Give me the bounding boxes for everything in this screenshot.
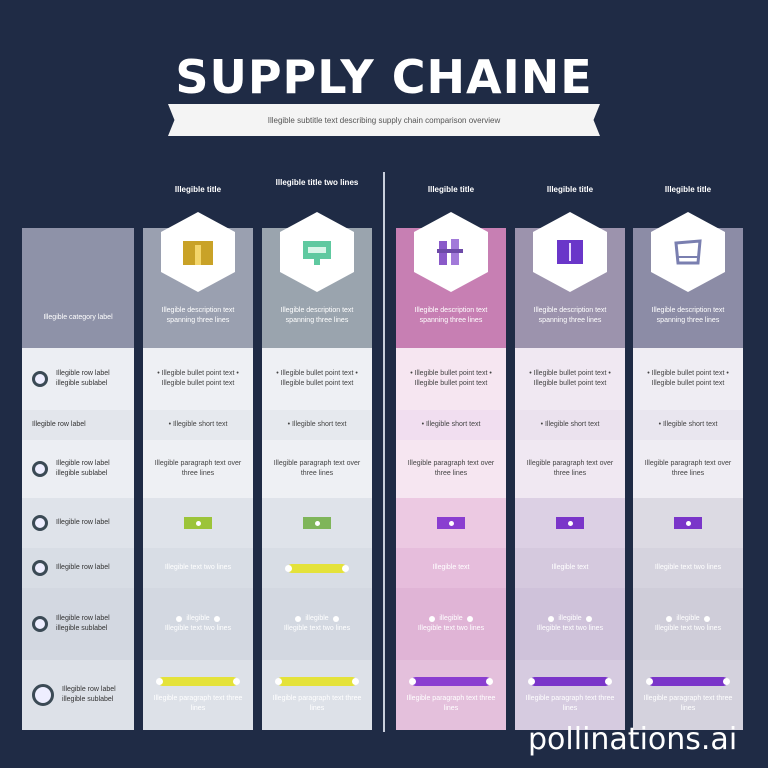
cell: • Illegible short text [633,410,743,440]
progress-bar [285,563,349,573]
cell [262,548,372,588]
cell: illegible Illegible text two lines [396,588,506,660]
cell: • Illegible bullet point text • Illegibl… [143,348,253,410]
cell: • Illegible short text [515,410,625,440]
pill-label: illegible [429,614,473,624]
cell [396,498,506,548]
cell: Illegible paragraph text three lines [262,660,372,730]
column-title: Illegible title [174,185,222,194]
dot-icon [314,520,320,526]
pill-label: illegible [548,614,592,624]
column-store: Illegible description text spanning thre… [633,212,743,730]
label-column: Illegible category label Illegible row l… [22,228,134,730]
status-badge [556,517,584,529]
progress-bar [646,676,730,686]
circle-icon [32,461,48,477]
cell [633,498,743,548]
cell: Illegible paragraph text three lines [396,660,506,730]
dot-icon [685,520,691,526]
column-factory: Illegible description text spanning thre… [396,212,506,730]
pill-label: illegible [176,614,220,624]
status-badge [184,517,212,529]
play-circle-icon [32,515,48,531]
cell: • Illegible bullet point text • Illegibl… [262,348,372,410]
circle-icon [32,371,48,387]
cell: Illegible paragraph text over three line… [262,440,372,498]
column-warehouse: Illegible description text spanning thre… [143,212,253,730]
cell: illegible Illegible text two lines [633,588,743,660]
dot-icon [448,520,454,526]
cell: Illegible text two lines [143,548,253,588]
cell: Illegible paragraph text over three line… [515,440,625,498]
progress-bar [528,676,612,686]
status-badge [303,517,331,529]
progress-bar [409,676,493,686]
section-divider [383,172,385,732]
globe-circle-icon [32,684,54,706]
cell: Illegible paragraph text over three line… [633,440,743,498]
status-badge [674,517,702,529]
status-badge [437,517,465,529]
dot-icon [567,520,573,526]
dot-icon [195,520,201,526]
leaf-circle-icon [32,560,48,576]
subtitle-ribbon: Illegible subtitle text describing suppl… [168,104,600,136]
cell: • Illegible bullet point text • Illegibl… [633,348,743,410]
cell: • Illegible bullet point text • Illegibl… [515,348,625,410]
progress-bar [275,676,359,686]
cell: Illegible paragraph text three lines [143,660,253,730]
cell: • Illegible short text [396,410,506,440]
cell: • Illegible short text [262,410,372,440]
cell: Illegible paragraph text three lines [633,660,743,730]
cell: Illegible text two lines [633,548,743,588]
cell: • Illegible bullet point text • Illegibl… [396,348,506,410]
cell [515,498,625,548]
label-row: Illegible row label [22,410,134,440]
label-row: Illegible row label [22,498,134,548]
truck-icon [280,212,354,292]
cell: illegible Illegible text two lines [515,588,625,660]
cell [262,498,372,548]
cell: Illegible paragraph text over three line… [143,440,253,498]
factory-icon [414,212,488,292]
pill-label: illegible [295,614,339,624]
cell: Illegible paragraph text over three line… [396,440,506,498]
pill-label: illegible [666,614,710,624]
column-title: Illegible title two lines [275,178,359,187]
label-row: Illegible row label [22,548,134,588]
column-box: Illegible description text spanning thre… [515,212,625,730]
cell: Illegible text [396,548,506,588]
column-title: Illegible title [427,185,475,194]
cell: illegible Illegible text two lines [143,588,253,660]
cell: • Illegible short text [143,410,253,440]
column-title: Illegible title [546,185,594,194]
cell: Illegible paragraph text three lines [515,660,625,730]
watermark: pollinations.ai [528,722,738,757]
label-header: Illegible category label [22,228,134,348]
column-title: Illegible title [664,185,712,194]
cell [143,498,253,548]
progress-bar [156,676,240,686]
column-truck: Illegible description text spanning thre… [262,212,372,730]
cell: illegible Illegible text two lines [262,588,372,660]
recycle-circle-icon [32,616,48,632]
page-title: SUPPLY CHAINE [175,50,593,104]
cell: Illegible text [515,548,625,588]
